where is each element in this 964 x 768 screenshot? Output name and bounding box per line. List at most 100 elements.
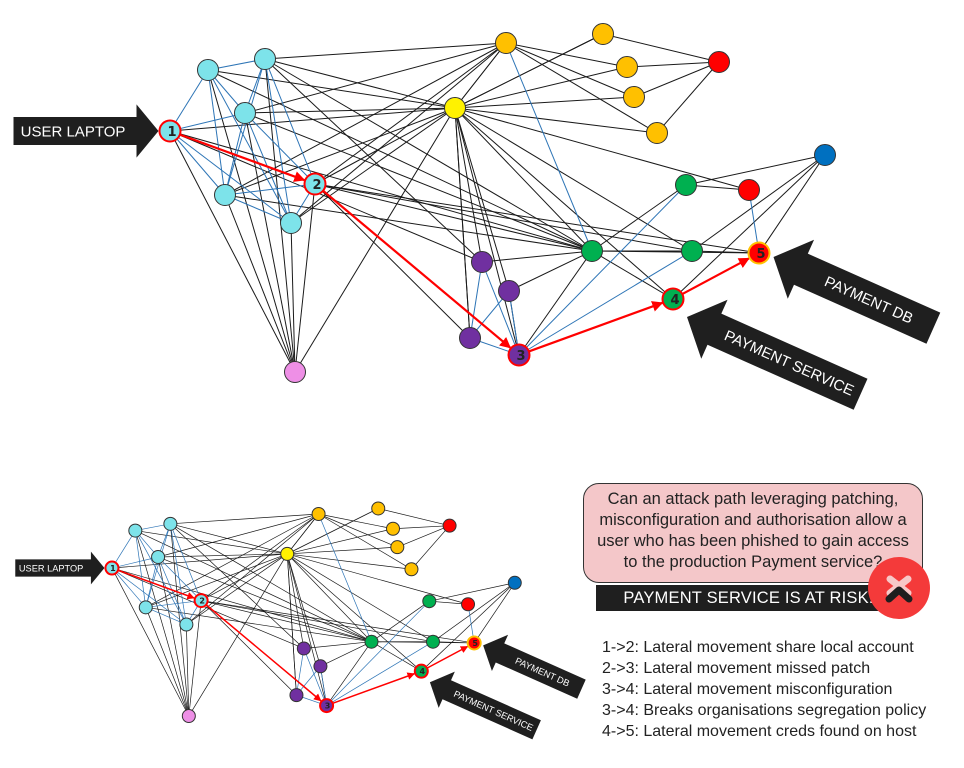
node-cyan[interactable] bbox=[138, 600, 153, 615]
node-cyan[interactable] bbox=[214, 184, 236, 206]
edge bbox=[264, 58, 456, 109]
node-pink[interactable] bbox=[181, 709, 196, 724]
node-yellow[interactable] bbox=[280, 546, 295, 561]
edge bbox=[224, 107, 456, 196]
edge bbox=[287, 553, 412, 570]
node-purple[interactable] bbox=[498, 280, 520, 302]
node-cyan[interactable] bbox=[197, 59, 219, 81]
intra-segment-edge bbox=[244, 112, 316, 185]
intra-segment-edge bbox=[326, 641, 434, 706]
node-purple[interactable] bbox=[296, 641, 311, 656]
node-cyan[interactable] bbox=[234, 102, 256, 124]
node-cyan-1[interactable] bbox=[104, 560, 120, 576]
node-red-5[interactable] bbox=[466, 635, 482, 651]
edge bbox=[303, 641, 372, 649]
payment-db-arrow-shape bbox=[483, 634, 586, 699]
node-purple[interactable] bbox=[289, 688, 304, 703]
node-cyan-2[interactable] bbox=[193, 593, 209, 609]
intra-segment-edge bbox=[207, 69, 292, 224]
edge bbox=[145, 553, 288, 608]
payment-db-arrow: PAYMENT DB bbox=[773, 239, 941, 344]
edge bbox=[473, 582, 516, 644]
edge bbox=[286, 553, 327, 706]
node-number: 4 bbox=[670, 293, 679, 308]
node-green[interactable] bbox=[425, 634, 440, 649]
node-cyan[interactable] bbox=[179, 617, 194, 632]
edge bbox=[201, 600, 372, 643]
node-green[interactable] bbox=[675, 174, 697, 196]
node-number: 2 bbox=[312, 178, 321, 193]
edge bbox=[454, 107, 674, 300]
edge bbox=[286, 553, 422, 672]
node-orange[interactable] bbox=[386, 521, 401, 536]
edge bbox=[135, 530, 372, 643]
node-orange[interactable] bbox=[592, 23, 614, 45]
edge bbox=[602, 33, 720, 63]
node-orange[interactable] bbox=[404, 562, 419, 577]
node-orange[interactable] bbox=[495, 32, 517, 54]
node-cyan[interactable] bbox=[254, 48, 276, 70]
edge bbox=[244, 107, 456, 114]
node-purple[interactable] bbox=[313, 659, 328, 674]
node-green[interactable] bbox=[581, 240, 603, 262]
edge bbox=[505, 42, 635, 98]
edge bbox=[207, 69, 296, 373]
node-orange[interactable] bbox=[646, 122, 668, 144]
legend-item: 2->3: Lateral movement missed patch bbox=[602, 660, 871, 677]
node-cyan[interactable] bbox=[128, 523, 143, 538]
edge bbox=[157, 513, 319, 558]
node-red[interactable] bbox=[442, 518, 457, 533]
edge bbox=[421, 582, 516, 672]
node-cyan-2[interactable] bbox=[303, 172, 327, 196]
node-red[interactable] bbox=[738, 179, 760, 201]
node-yellow[interactable] bbox=[444, 97, 466, 119]
payment-service-arrow: PAYMENT SERVICE bbox=[687, 299, 868, 410]
node-red[interactable] bbox=[708, 51, 730, 73]
node-purple[interactable] bbox=[471, 251, 493, 273]
edge bbox=[591, 250, 760, 254]
node-blue[interactable] bbox=[507, 575, 522, 590]
edge bbox=[264, 58, 593, 252]
node-green[interactable] bbox=[364, 634, 379, 649]
edges bbox=[169, 33, 826, 373]
intra-segment-edge bbox=[318, 513, 372, 642]
node-cyan[interactable] bbox=[151, 549, 166, 564]
user-laptop-arrow-text: USER LAPTOP bbox=[19, 563, 83, 573]
attack-path-edge bbox=[681, 257, 750, 296]
node-orange[interactable] bbox=[371, 501, 386, 516]
edge bbox=[287, 528, 394, 555]
node-cyan[interactable] bbox=[163, 516, 178, 531]
node-cyan-1[interactable] bbox=[158, 119, 182, 143]
node-red[interactable] bbox=[461, 597, 476, 612]
intra-segment-edge bbox=[207, 69, 226, 196]
intra-segment-edge bbox=[135, 530, 187, 625]
node-purple-3[interactable] bbox=[507, 343, 531, 367]
node-orange[interactable] bbox=[311, 507, 326, 522]
node-purple-3[interactable] bbox=[319, 698, 335, 714]
edge bbox=[170, 523, 288, 555]
node-number: 3 bbox=[516, 349, 525, 364]
node-green[interactable] bbox=[681, 240, 703, 262]
node-orange[interactable] bbox=[623, 86, 645, 108]
node-green-4[interactable] bbox=[413, 663, 429, 679]
node-blue[interactable] bbox=[814, 144, 836, 166]
node-cyan[interactable] bbox=[280, 212, 302, 234]
edge bbox=[432, 582, 515, 642]
user-laptop-arrow-text: USER LAPTOP bbox=[21, 123, 126, 140]
user-laptop-arrow-shape bbox=[15, 551, 105, 585]
node-orange[interactable] bbox=[616, 56, 638, 78]
intra-segment-edge bbox=[264, 58, 316, 185]
user-laptop-arrow-shape bbox=[13, 104, 159, 158]
node-pink[interactable] bbox=[284, 361, 306, 383]
node-purple[interactable] bbox=[459, 327, 481, 349]
edge bbox=[318, 513, 412, 570]
node-orange[interactable] bbox=[390, 540, 405, 555]
node-number: 3 bbox=[325, 702, 331, 711]
node-red-5[interactable] bbox=[747, 241, 771, 265]
node-green[interactable] bbox=[422, 594, 437, 609]
edge bbox=[287, 553, 434, 643]
node-green-4[interactable] bbox=[661, 287, 685, 311]
edge bbox=[286, 553, 297, 696]
edge bbox=[411, 525, 450, 570]
attack-path-edge bbox=[322, 189, 512, 349]
